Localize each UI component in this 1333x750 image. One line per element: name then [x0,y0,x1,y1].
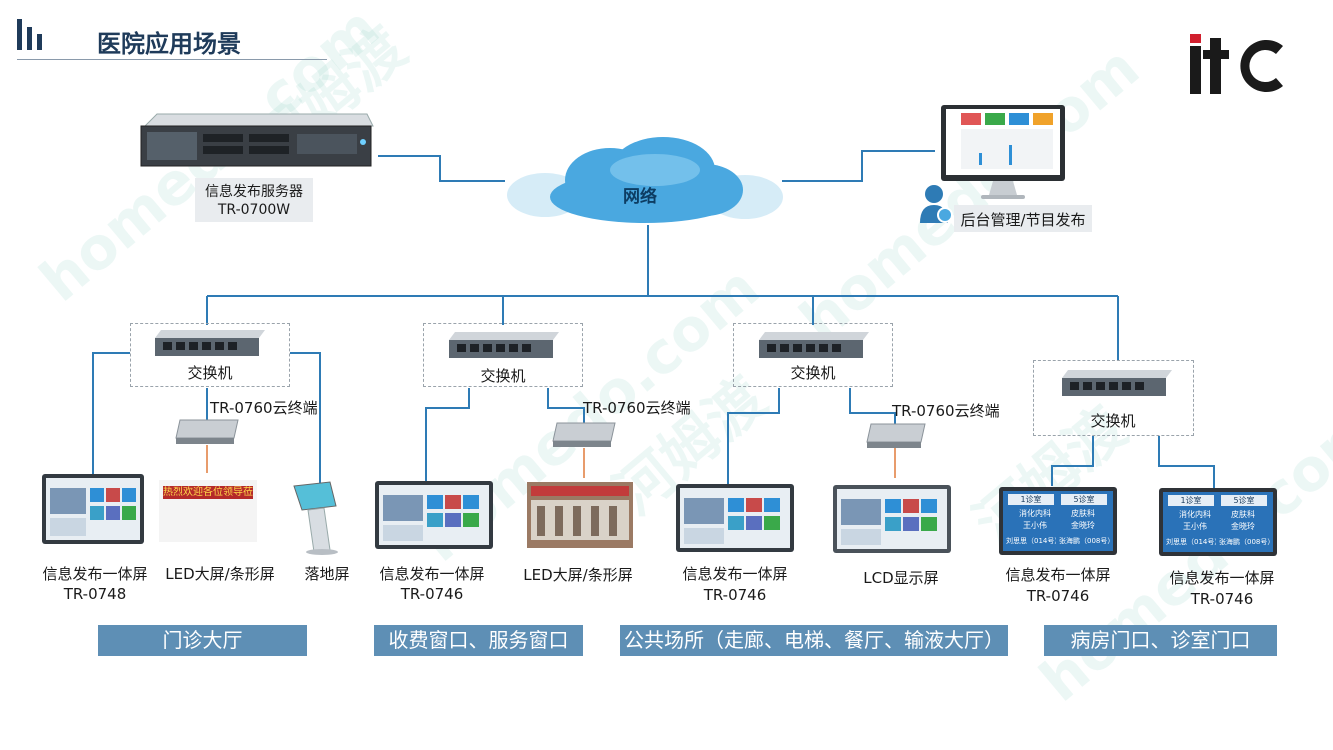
clinic-door-screen: 1诊室 5诊室 消化内科 皮肤科 王小伟 金晓玲 刘思思（014号） 张海鹏（0… [1159,488,1277,556]
kiosk-screen [375,481,493,549]
admin-label: 后台管理/节目发布 [960,211,1086,229]
switch-group-1 [130,323,290,387]
admin-user-icon [919,183,955,225]
clinic-room-label: 1诊室 [1008,494,1054,505]
server-model: TR-0700W [217,202,291,218]
cloud-terminal-device [174,418,240,450]
switch-group-3 [733,323,893,387]
cloud-label: 网络 [623,187,657,207]
clinic-dept: 消化内科 [1019,509,1051,518]
switch-label: 交换机 [480,367,526,385]
scene-band-public: 公共场所（走廊、电梯、餐厅、输液大厅） [620,625,1008,656]
clinic-staff: 金晓玲 [1071,521,1095,530]
device-model: TR-0746 [703,586,767,604]
rack-server [137,112,375,170]
device-model: TR-0746 [1026,587,1090,605]
led-hall-screen [527,482,633,548]
lcd-screen [833,485,951,553]
clinic-queue: 张海鹏（008号） [1059,537,1111,545]
clinic-queue: 张海鹏（008号） [1219,538,1271,546]
switch-label: 交换机 [187,364,233,382]
scene-band-outpatient: 门诊大厅 [98,625,307,656]
cloud-icon [505,135,785,230]
clinic-door-screen: 1诊室 5诊室 消化内科 皮肤科 王小伟 金晓玲 刘思思（014号） 张海鹏（0… [999,487,1117,555]
switch-group-4 [1033,360,1194,436]
switch-label: 交换机 [1090,412,1136,430]
clinic-dept: 皮肤科 [1071,509,1095,518]
page-title: 医院应用场景 [97,30,241,58]
device-model: TR-0748 [63,585,127,603]
terminal-label: TR-0760云终端 [583,399,691,417]
led-strip-screen: 热烈欢迎各位领导莅临指导 [159,480,257,542]
clinic-queue: 刘思思（014号） [1006,537,1056,545]
led-banner-text: 热烈欢迎各位领导莅临指导 [163,486,253,499]
switch-icon [447,330,560,364]
admin-monitor [939,103,1067,201]
device-name: 信息发布一体屏 [1169,569,1275,587]
header-divider [17,59,327,60]
terminal-label: TR-0760云终端 [892,402,1000,420]
switch-group-2 [423,323,583,387]
device-name: LED大屏/条形屏 [523,566,633,584]
scene-band-ward: 病房门口、诊室门口 [1044,625,1277,656]
bar-chart-icon [17,19,49,51]
clinic-room-label: 5诊室 [1061,494,1107,505]
clinic-queue: 刘思思（014号） [1166,538,1216,546]
device-name: 信息发布一体屏 [42,565,148,583]
device-name: LCD显示屏 [863,569,939,587]
device-name: 信息发布一体屏 [1005,566,1111,584]
clinic-staff: 王小伟 [1023,521,1047,530]
switch-label: 交换机 [790,364,836,382]
device-name: 信息发布一体屏 [379,565,485,583]
itc-logo [1188,26,1288,116]
switch-icon [757,330,870,364]
device-model: TR-0746 [1190,590,1254,608]
device-name: LED大屏/条形屏 [165,565,275,583]
kiosk-screen [676,484,794,552]
switch-icon [153,328,266,362]
server-name: 信息发布服务器 [205,184,303,200]
switch-icon [1060,368,1173,402]
clinic-dept: 皮肤科 [1231,510,1255,519]
cloud-terminal-device [551,421,617,453]
device-name: 信息发布一体屏 [682,565,788,583]
terminal-label: TR-0760云终端 [210,399,318,417]
clinic-staff: 金晓玲 [1231,522,1255,531]
floor-standing-screen [290,480,348,556]
admin-label-bg [954,205,1092,232]
clinic-room-label: 1诊室 [1168,495,1214,506]
clinic-staff: 王小伟 [1183,522,1207,531]
clinic-dept: 消化内科 [1179,510,1211,519]
device-name: 落地屏 [304,565,350,583]
clinic-room-label: 5诊室 [1221,495,1267,506]
scene-band-payment: 收费窗口、服务窗口 [374,625,583,656]
device-model: TR-0746 [400,585,464,603]
server-label-bg [195,178,313,222]
cloud-terminal-device [865,422,927,454]
kiosk-screen [42,474,144,544]
